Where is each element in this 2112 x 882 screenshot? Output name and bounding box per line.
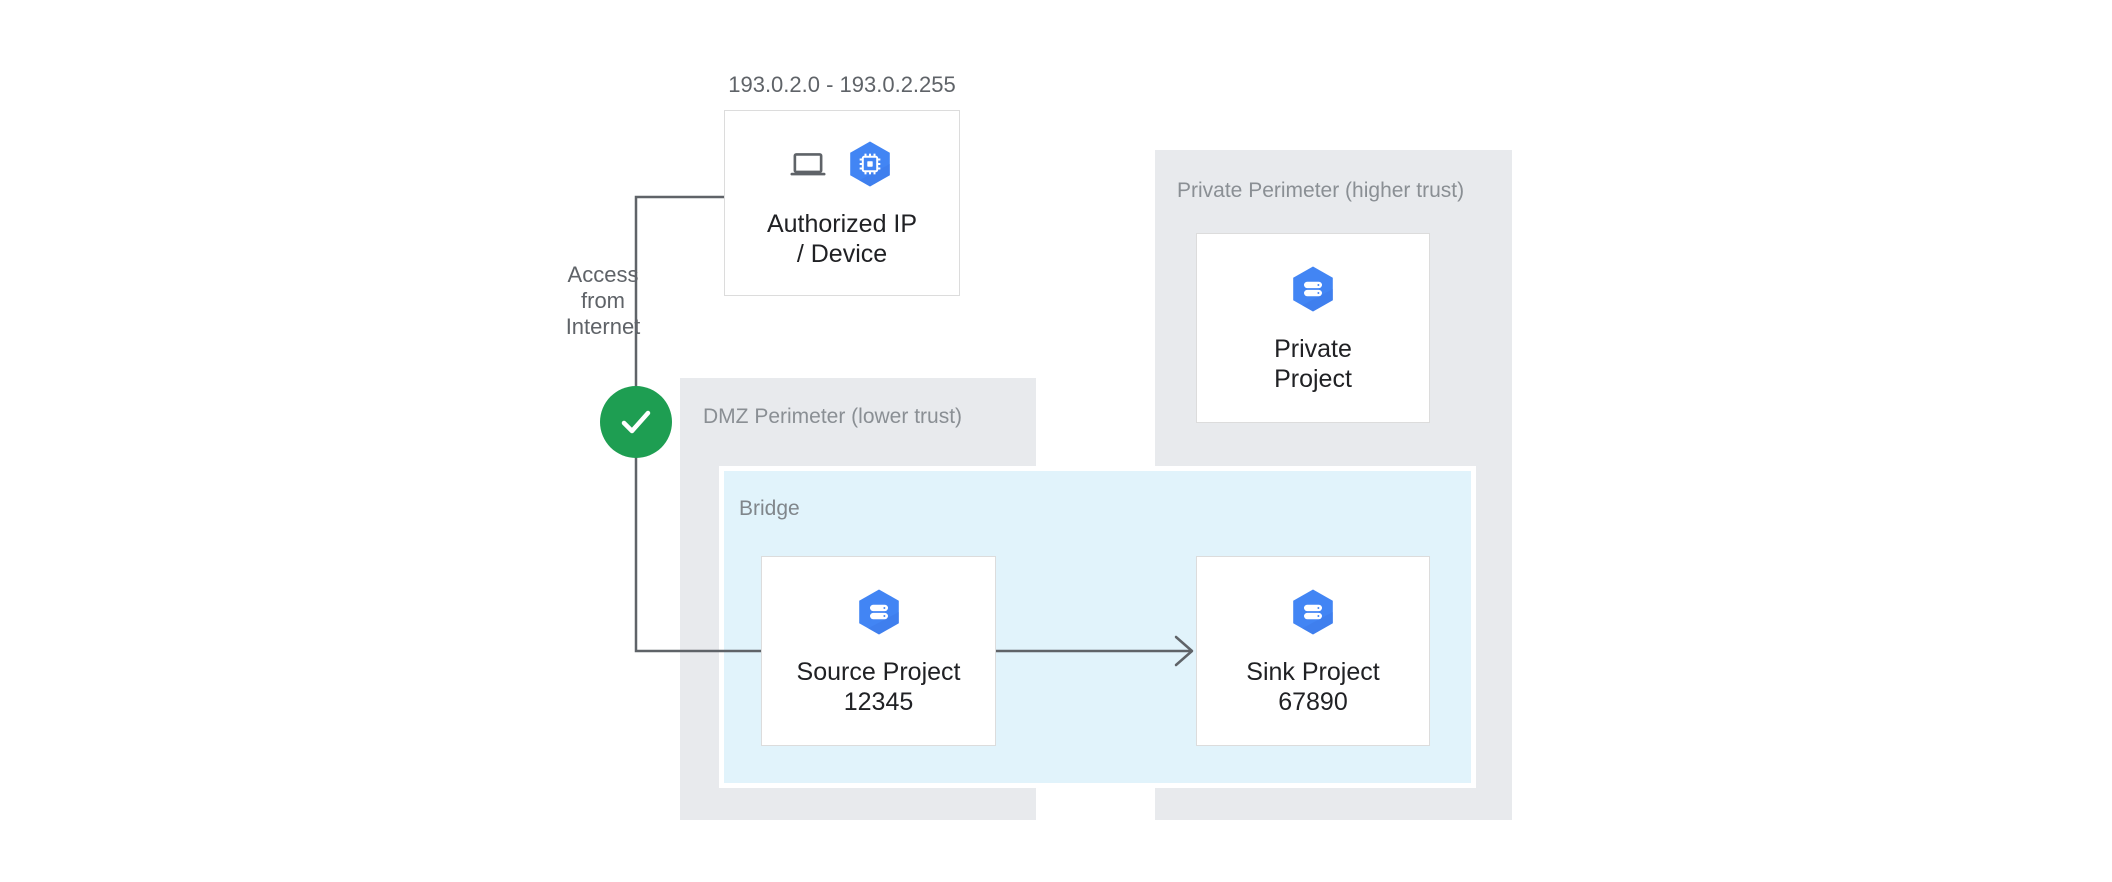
perimeter-label-dmz: DMZ Perimeter (lower trust): [703, 405, 963, 428]
card-label: Authorized IP / Device: [766, 210, 918, 268]
card-icon-group: [852, 585, 906, 639]
project-hexagon-icon: [858, 589, 899, 635]
check-icon: [621, 410, 651, 434]
access-from-internet-label: Access from Internet: [565, 262, 641, 339]
card-source-project[interactable]: Source Project 12345: [761, 556, 996, 746]
compute-chip-hexagon-icon: [850, 141, 890, 187]
project-hexagon-icon: [1293, 589, 1333, 635]
card-private-project[interactable]: Private Project: [1196, 233, 1430, 423]
ip-range-caption: 193.0.2.0 - 193.0.2.255: [728, 72, 956, 97]
card-authorized-device[interactable]: Authorized IP / Device: [724, 110, 960, 296]
card-sink-project[interactable]: Sink Project 67890: [1196, 556, 1430, 746]
access-allowed-badge: [600, 386, 672, 458]
card-label: Private Project: [1274, 335, 1352, 393]
card-label: Source Project 12345: [796, 658, 961, 716]
bridge-label: Bridge: [739, 497, 800, 520]
card-icon-group: [1286, 585, 1340, 639]
card-icon-group: [787, 137, 897, 191]
card-label: Sink Project 67890: [1246, 658, 1380, 716]
laptop-icon: [790, 153, 826, 176]
project-hexagon-icon: [1293, 266, 1333, 312]
perimeter-label-private: Private Perimeter (higher trust): [1177, 179, 1465, 202]
card-icon-group: [1286, 262, 1340, 316]
